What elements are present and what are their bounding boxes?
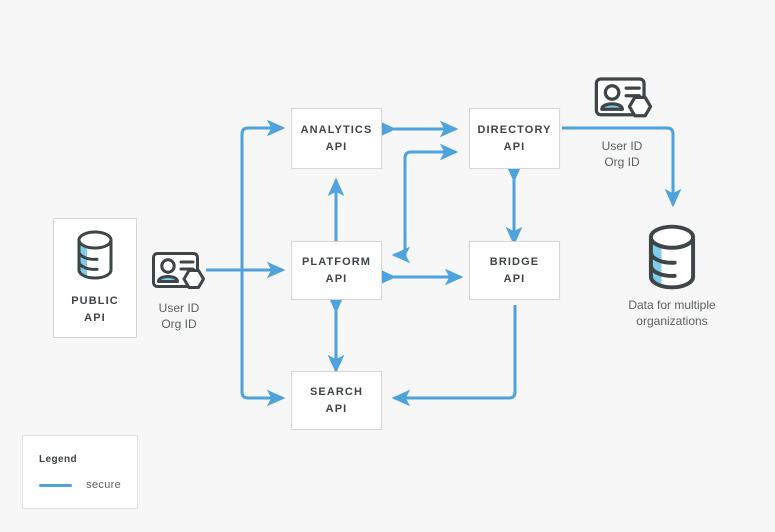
node-public-api[interactable]: PUBLIC API xyxy=(53,218,137,338)
legend-item-secure: secure xyxy=(39,479,121,491)
node-directory-api[interactable]: DIRECTORY API xyxy=(469,108,560,169)
connector-directory-to-database xyxy=(562,126,682,208)
connector-bridge-to-search xyxy=(391,305,517,407)
left-id-badge-caption: User ID Org ID xyxy=(158,301,200,331)
node-label: PLATFORM API xyxy=(301,255,372,285)
node-analytics-api[interactable]: ANALYTICS API xyxy=(291,108,382,169)
node-bridge-api[interactable]: BRIDGE API xyxy=(469,241,560,300)
right-id-badge-caption: User ID Org ID xyxy=(601,139,643,169)
node-label: PUBLIC API xyxy=(71,294,119,324)
legend-label-secure: secure xyxy=(86,479,121,491)
connector-directory-platform-elbow-down xyxy=(391,158,411,264)
node-label: BRIDGE API xyxy=(489,255,540,285)
node-platform-api[interactable]: PLATFORM API xyxy=(291,241,382,300)
legend-title: Legend xyxy=(39,454,77,465)
connector-badge-to-analytics xyxy=(240,119,286,270)
node-label: ANALYTICS API xyxy=(300,123,373,153)
id-badge-icon xyxy=(150,248,208,301)
connector-platform-directory-elbow-up xyxy=(403,143,459,255)
legend-swatch-secure xyxy=(39,483,73,487)
id-badge-icon xyxy=(589,73,659,130)
database-icon xyxy=(73,230,117,285)
connector-badge-to-search xyxy=(240,270,286,407)
node-label: SEARCH API xyxy=(309,385,364,415)
node-label: DIRECTORY API xyxy=(477,123,552,153)
node-search-api[interactable]: SEARCH API xyxy=(291,371,382,430)
database-icon xyxy=(643,224,701,295)
legend: Legend secure xyxy=(22,435,138,509)
multi-org-database-caption: Data for multiple organizations xyxy=(628,298,716,328)
